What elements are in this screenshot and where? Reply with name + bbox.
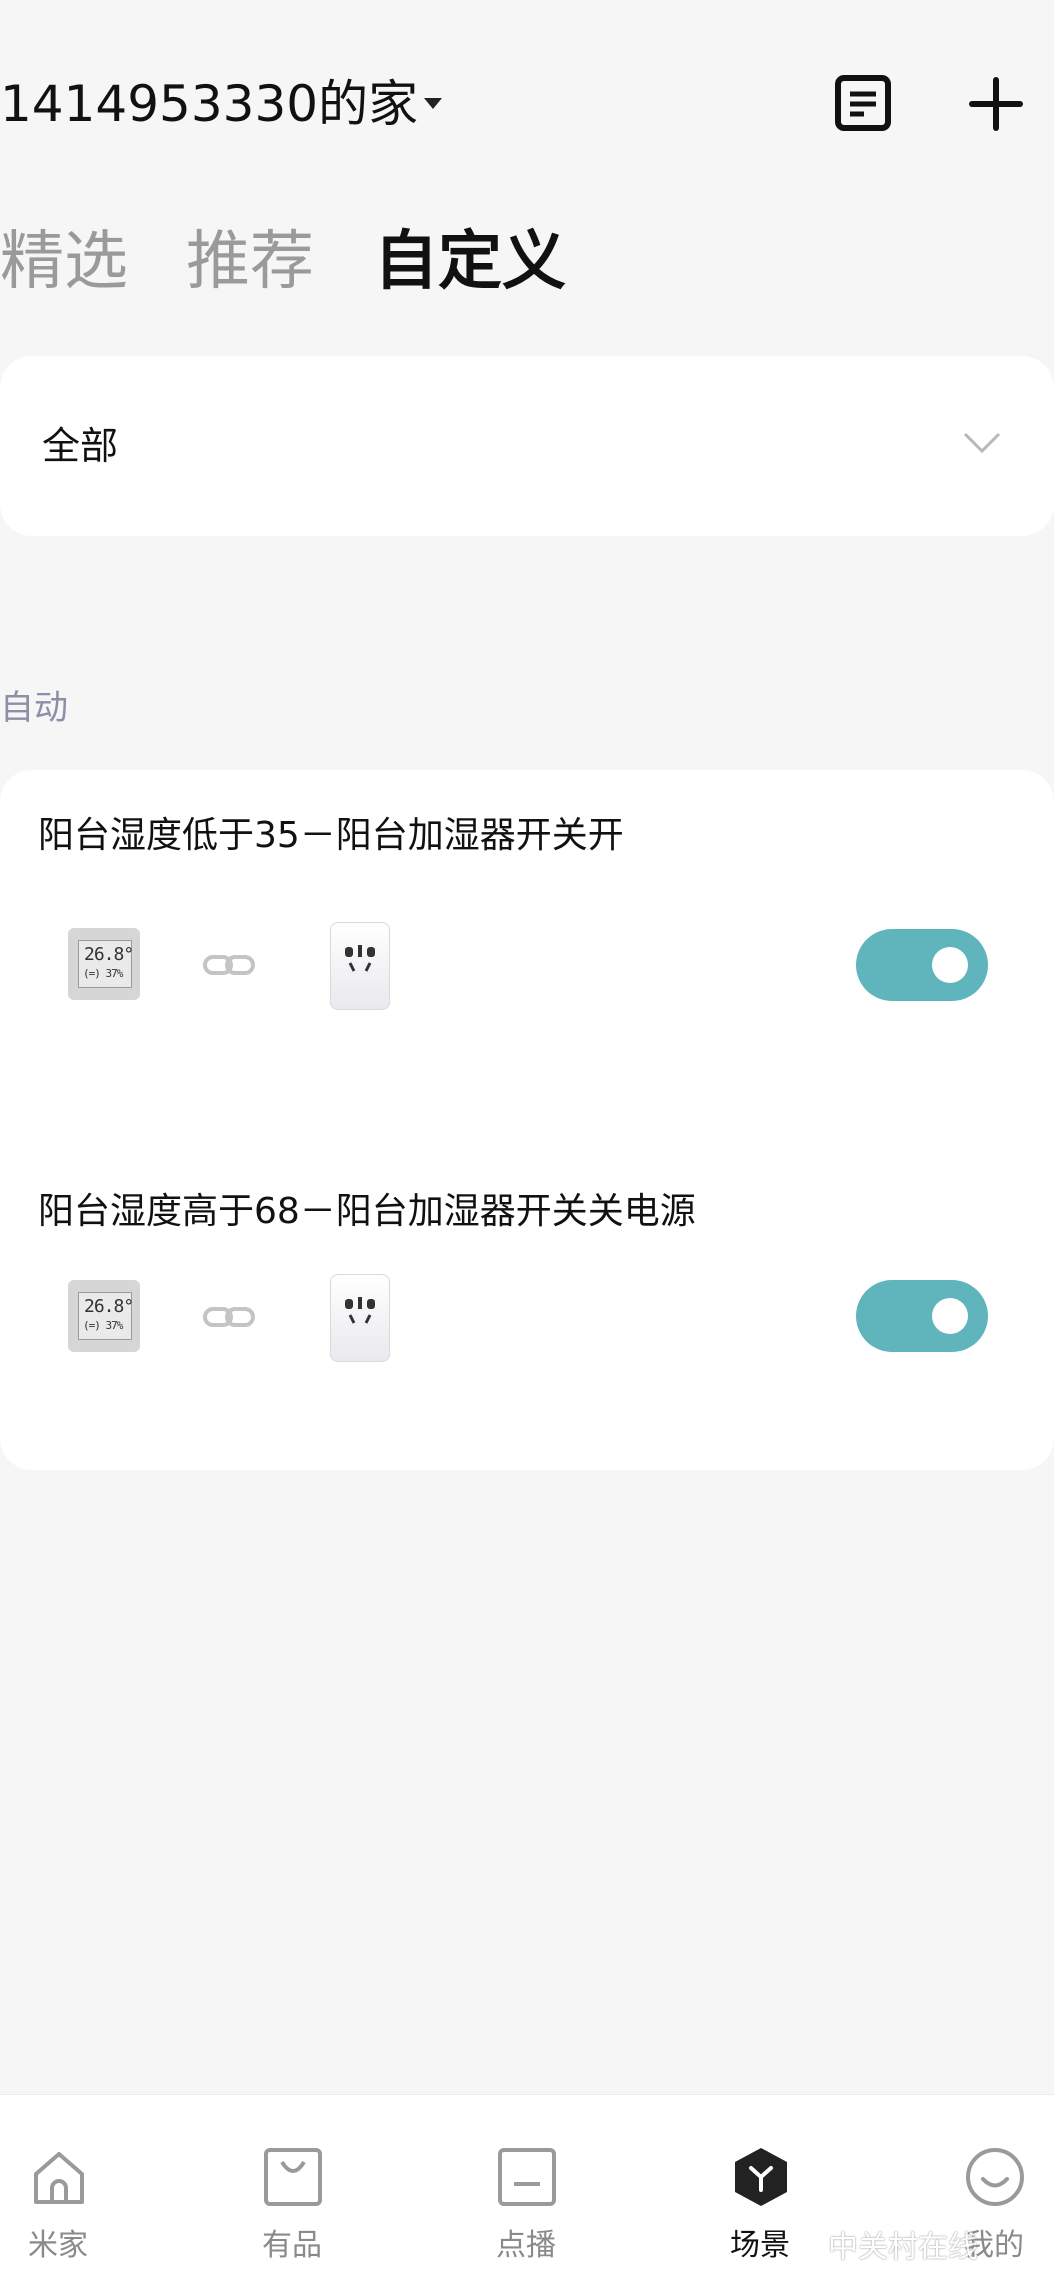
- sensor-humidity-readout: (=) 37%: [83, 1319, 123, 1332]
- tab-recommend[interactable]: 推荐: [186, 225, 314, 299]
- nav-label: 有品: [262, 2228, 322, 2263]
- nav-item-me[interactable]: 我的: [924, 2146, 1054, 2276]
- sensor-temp-readout: 26.8°: [84, 944, 134, 965]
- home-selector[interactable]: 1414953330的家: [0, 75, 419, 133]
- link-icon: [202, 1302, 256, 1332]
- toggle-knob: [932, 947, 968, 983]
- smiley-icon: [966, 2148, 1024, 2206]
- video-icon: [498, 2148, 556, 2206]
- toggle-knob: [932, 1298, 968, 1334]
- plus-icon: [969, 77, 1023, 131]
- nav-label: 我的: [964, 2228, 1024, 2263]
- filter-selected-label: 全部: [42, 424, 119, 468]
- smart-plug-device-icon: [330, 922, 390, 1010]
- sensor-humidity-readout: (=) 37%: [83, 967, 123, 980]
- thermometer-device-icon: 26.8° (=) 37%: [68, 1280, 140, 1352]
- nav-label: 点播: [496, 2228, 556, 2263]
- scene-enable-toggle[interactable]: [856, 929, 988, 1001]
- sensor-temp-readout: 26.8°: [84, 1296, 134, 1317]
- watermark-text: 中关村在线: [828, 2230, 978, 2265]
- nav-label: 场景: [730, 2228, 790, 2263]
- section-title-auto: 自动: [0, 688, 68, 728]
- filter-dropdown[interactable]: [0, 356, 1054, 536]
- shopping-bag-icon: [264, 2148, 322, 2206]
- scene-title[interactable]: 阳台湿度低于35－阳台加湿器开关开: [38, 815, 624, 856]
- thermometer-device-icon: 26.8° (=) 37%: [68, 928, 140, 1000]
- caret-down-icon[interactable]: [424, 98, 442, 109]
- nav-item-scene[interactable]: 场景: [690, 2146, 830, 2276]
- home-icon: [34, 2152, 84, 2204]
- tab-featured[interactable]: 精选: [0, 225, 128, 299]
- bottom-nav-bar: [0, 2094, 1054, 2281]
- notes-icon[interactable]: [834, 74, 892, 132]
- scene-title[interactable]: 阳台湿度高于68－阳台加湿器开关关电源: [38, 1191, 696, 1232]
- scene-enable-toggle[interactable]: [856, 1280, 988, 1352]
- chevron-down-icon[interactable]: [962, 430, 1002, 456]
- smart-plug-device-icon: [330, 1274, 390, 1362]
- link-icon: [202, 950, 256, 980]
- nav-label: 米家: [28, 2228, 88, 2263]
- nav-item-mijia[interactable]: 米家: [0, 2146, 128, 2276]
- tab-custom[interactable]: 自定义: [374, 225, 566, 299]
- scene-cube-icon: [735, 2148, 787, 2206]
- scene-list-card: [0, 770, 1054, 1470]
- add-scene-button[interactable]: [966, 74, 1026, 134]
- nav-item-youpin[interactable]: 有品: [222, 2146, 362, 2276]
- nav-item-live[interactable]: 点播: [456, 2146, 596, 2276]
